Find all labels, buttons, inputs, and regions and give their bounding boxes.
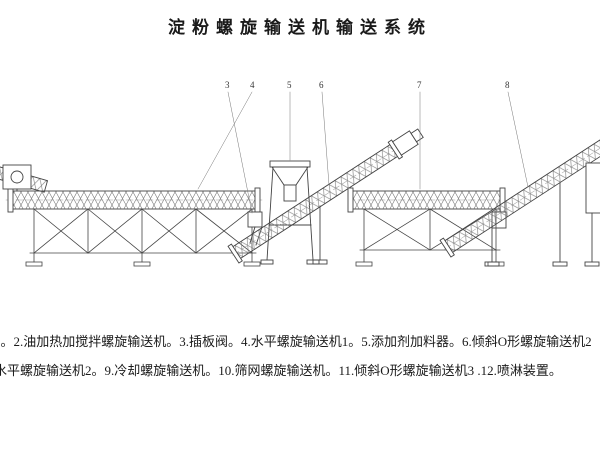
- conveyor-system-diagram: 3 4 5 6 7 8: [0, 80, 600, 267]
- right-edge-structure: [584, 162, 600, 267]
- truss-support-1: [25, 208, 261, 267]
- horizontal-screw-conveyor-1: [2, 164, 263, 213]
- callout-5: 5: [287, 80, 292, 90]
- diagram-area: 3 4 5 6 7 8: [0, 75, 600, 335]
- callout-4: 4: [250, 80, 255, 90]
- parts-list-caption: 1。2.油加热加搅拌螺旋输送机。3.插板阀。4.水平螺旋输送机1。5.添加剂加料…: [0, 327, 600, 385]
- drive-motor-2: [392, 128, 424, 156]
- callout-3: 3: [225, 80, 230, 90]
- drive-motor-1: [2, 164, 32, 192]
- parts-list-line-1: 1。2.油加热加搅拌螺旋输送机。3.插板阀。4.水平螺旋输送机1。5.添加剂加料…: [0, 334, 592, 349]
- callout-leaders: [197, 91, 529, 214]
- callout-7: 7: [417, 80, 422, 90]
- inclined-screw-conveyor-1: [227, 128, 424, 265]
- callout-6: 6: [319, 80, 324, 90]
- callout-8: 8: [505, 80, 510, 90]
- callout-numbers: 3 4 5 6 7 8: [225, 80, 510, 90]
- page-title: 淀粉螺旋输送机输送系统: [168, 18, 432, 37]
- parts-list-line-2: 水平螺旋输送机2。9.冷却螺旋输送机。10.筛网螺旋输送机。11.倾斜O形螺旋输…: [0, 363, 562, 378]
